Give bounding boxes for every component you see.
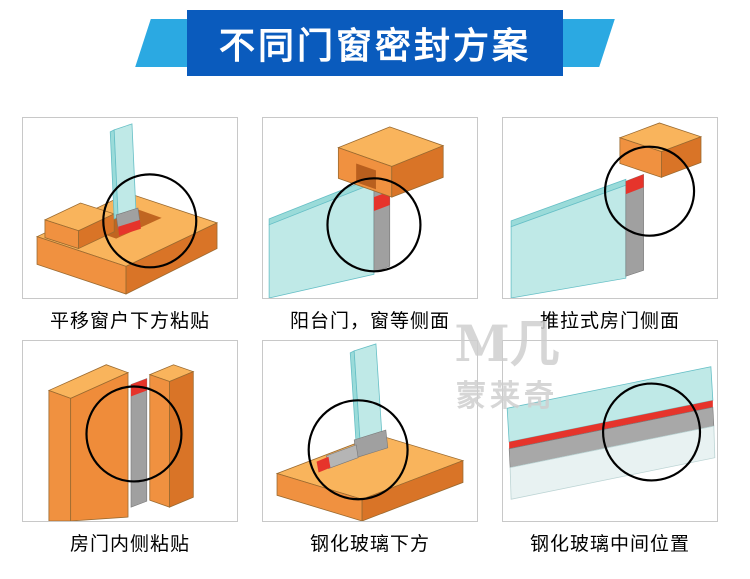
banner-plate: 不同门窗密封方案 (187, 10, 563, 76)
highlight-circle (307, 399, 409, 501)
sill-frame (275, 434, 465, 521)
highlight-circle (601, 382, 702, 482)
caption: 钢化玻璃中间位置 (529, 534, 690, 555)
cell-tempered-glass-bottom: 钢化玻璃下方 (262, 340, 478, 563)
caption: 推拉式房门侧面 (539, 311, 680, 332)
red-seal (373, 191, 390, 211)
door-frame (47, 364, 195, 521)
caption: 房门内侧粘贴 (69, 534, 190, 555)
cell-door-inner-side: 房门内侧粘贴 (22, 340, 238, 563)
cell-sliding-door-side: 推拉式房门侧面 (502, 117, 718, 340)
cell-tempered-glass-middle: 钢化玻璃中间位置 (502, 340, 718, 563)
figure-box (22, 117, 238, 299)
illustration-sliding-door-side (510, 122, 703, 298)
glass-pane (349, 343, 383, 445)
cell-balcony-door-side: 阳台门，窗等侧面 (262, 117, 478, 340)
cell-sliding-window-bottom: 平移窗户下方粘贴 (22, 117, 238, 340)
figure-box (502, 340, 718, 522)
highlight-circle (102, 173, 198, 269)
illustration-door-inner-side (47, 364, 195, 521)
illustration-sliding-window-bottom (35, 123, 219, 295)
caption: 平移窗户下方粘贴 (49, 311, 210, 332)
seal-strip (115, 207, 141, 236)
page-title: 不同门窗密封方案 (218, 25, 531, 66)
illustration-balcony-door-side (268, 126, 445, 298)
figure-box (502, 117, 718, 299)
red-seal (509, 400, 713, 449)
illustration-tempered-glass-middle (506, 366, 716, 500)
caption: 阳台门，窗等侧面 (289, 311, 450, 332)
red-seal (316, 456, 331, 473)
figure-box (22, 340, 238, 522)
glass-pane (510, 178, 627, 298)
frame-head (337, 126, 445, 198)
highlight-circle (85, 385, 183, 483)
figure-box (262, 117, 478, 299)
glass-pane (268, 176, 375, 298)
illustration-tempered-glass-bottom (275, 343, 465, 521)
diagram-grid: 平移窗户下方粘贴 (22, 117, 718, 563)
red-seal (118, 219, 141, 236)
seal-strip (130, 378, 148, 508)
seal-strip (373, 170, 391, 273)
door-jamb (618, 122, 703, 178)
highlight-circle (603, 145, 696, 237)
glass-pane (109, 123, 137, 220)
glass-lower (509, 425, 716, 500)
figure-box (262, 340, 478, 522)
caption: 钢化玻璃下方 (309, 534, 430, 555)
banner: 不同门窗密封方案 (0, 10, 750, 76)
seal-strip (625, 173, 644, 277)
red-seal (625, 174, 644, 195)
highlight-circle (326, 177, 422, 273)
seal-strip (316, 429, 389, 473)
